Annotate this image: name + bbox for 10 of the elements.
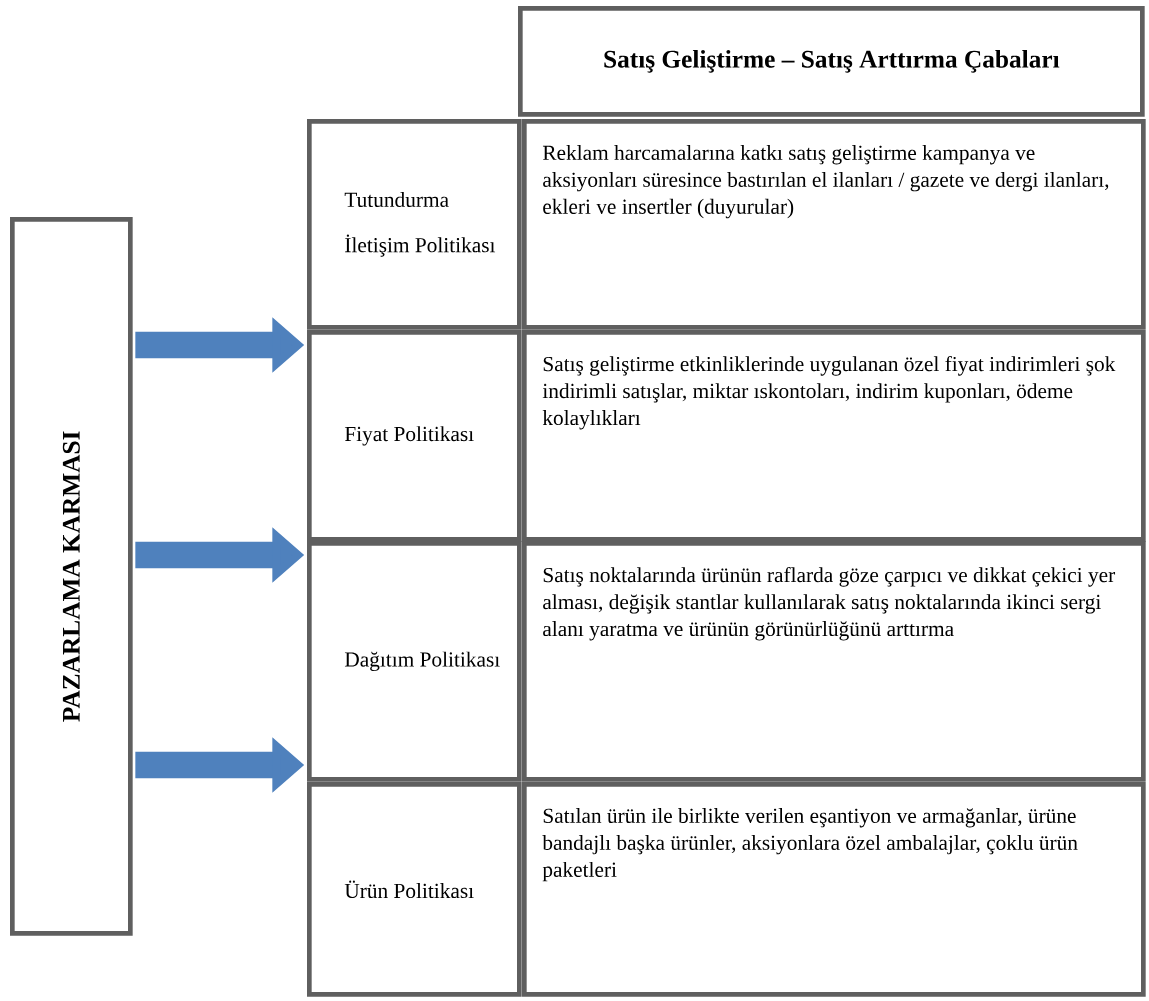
description-cell: Satış geliştirme etkinliklerinde uygulanan özel fiyat indirimleri şok indirimli satışlar, miktar ıskontoları, indirim kuponları, ödeme kolaylıkları — [522, 330, 1146, 542]
policy-cell: Fiyat Politikası — [307, 330, 522, 542]
policy-cell: Ürün Politikası — [307, 782, 522, 997]
header-cell: Satış Geliştirme – Satış Arttırma Çabaları — [518, 6, 1145, 117]
policy-cell: Dağıtım Politikası — [307, 541, 522, 782]
policy-cell: Tutundurma İletişim Politikası — [307, 119, 522, 330]
description-cell: Satılan ürün ile birlikte verilen eşantiyon ve armağanlar, ürüne bandajlı başka ürünler, aksiyonlara özel ambalajlar, çoklu ürün paketleri — [522, 782, 1146, 997]
title-box: PAZARLAMA KARMASI — [10, 217, 133, 936]
description-cell: Reklam harcamalarına katkı satış geliştirme kampanya ve aksiyonları süresince bastırılan el ilanları / gazete ve dergi ilanları, ekleri ve insertler (duyurular) — [522, 119, 1146, 330]
description-cell: Satış noktalarında ürünün raflarda göze çarpıcı ve dikkat çekici yer alması, değişik stantlar kullanılarak satış noktalarında ikinci sergi alanı yaratma ve ürünün görünürlüğünü arttırma — [522, 541, 1146, 782]
